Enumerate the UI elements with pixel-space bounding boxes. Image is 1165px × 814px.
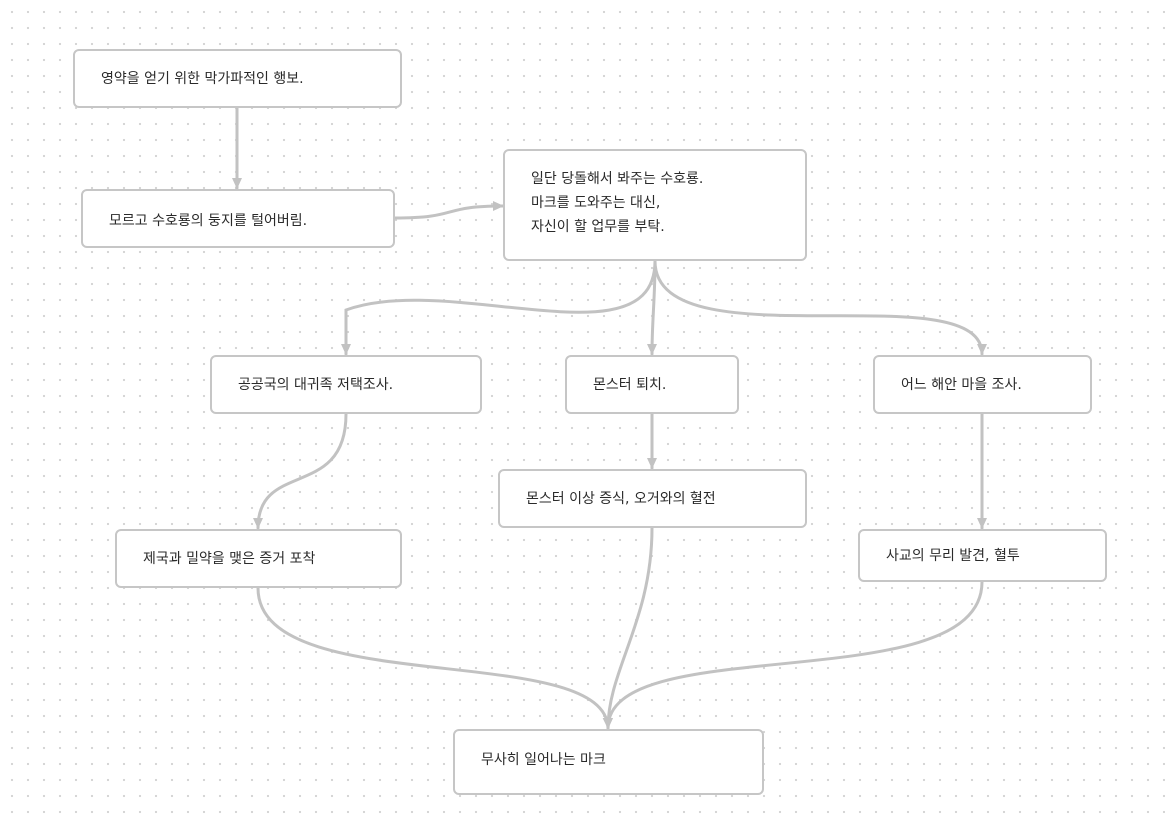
node-black-market-journey[interactable]: 영약을 얻기 위한 막가파적인 행보. [73,49,402,108]
node-secret-pact-evidence[interactable]: 제국과 밀약을 맺은 증거 포착 [115,529,402,588]
node-text-line: 공공국의 대귀족 저택조사. [238,377,394,393]
node-text-line: 영약을 얻기 위한 막가파적인 행보. [101,71,304,87]
connector-n3-to-n4 [341,259,657,356]
node-cult-fight[interactable]: 사교의 무리 발견, 혈투 [858,529,1107,582]
connector-n7-to-n10 [256,586,613,730]
node-text-line: 자신이 할 업무를 부탁. [531,219,665,235]
node-monster-extermination[interactable]: 몬스터 퇴치. [565,355,739,414]
node-text-line: 마크를 도와주는 대신, [531,195,661,211]
node-mark-wakes-up[interactable]: 무사히 일어나는 마크 [453,729,764,795]
node-text-line: 무사히 일어나는 마크 [481,752,606,768]
connector-n8-to-n10 [603,526,654,730]
node-text-line: 몬스터 이상 증식, 오거와의 혈전 [526,491,716,507]
node-text-line: 제국과 밀약을 맺은 증거 포착 [143,551,316,567]
node-text-line: 어느 해안 마을 조사. [901,377,1022,393]
connector-n4-to-n7 [253,412,348,530]
node-ogre-battle[interactable]: 몬스터 이상 증식, 오거와의 혈전 [498,469,807,528]
connector-n3-to-n6 [653,259,987,356]
node-text-line: 사교의 무리 발견, 혈투 [886,548,1020,564]
connector-n2-to-n3 [393,201,505,220]
connector-n9-to-n10 [603,580,984,730]
node-text-line: 모르고 수호룡의 둥지를 털어버림. [109,213,308,229]
node-noble-mansion-investigation[interactable]: 공공국의 대귀족 저택조사. [210,355,482,414]
node-raid-dragon-nest[interactable]: 모르고 수호룡의 둥지를 털어버림. [81,189,395,248]
node-text-line: 몬스터 퇴치. [593,377,667,393]
node-text-line: 일단 당돌해서 봐주는 수호룡. [531,171,704,187]
node-coastal-village-investigation[interactable]: 어느 해안 마을 조사. [873,355,1092,414]
node-guardian-dragon-request[interactable]: 일단 당돌해서 봐주는 수호룡. 마크를 도와주는 대신, 자신이 할 업무를 … [503,149,807,261]
